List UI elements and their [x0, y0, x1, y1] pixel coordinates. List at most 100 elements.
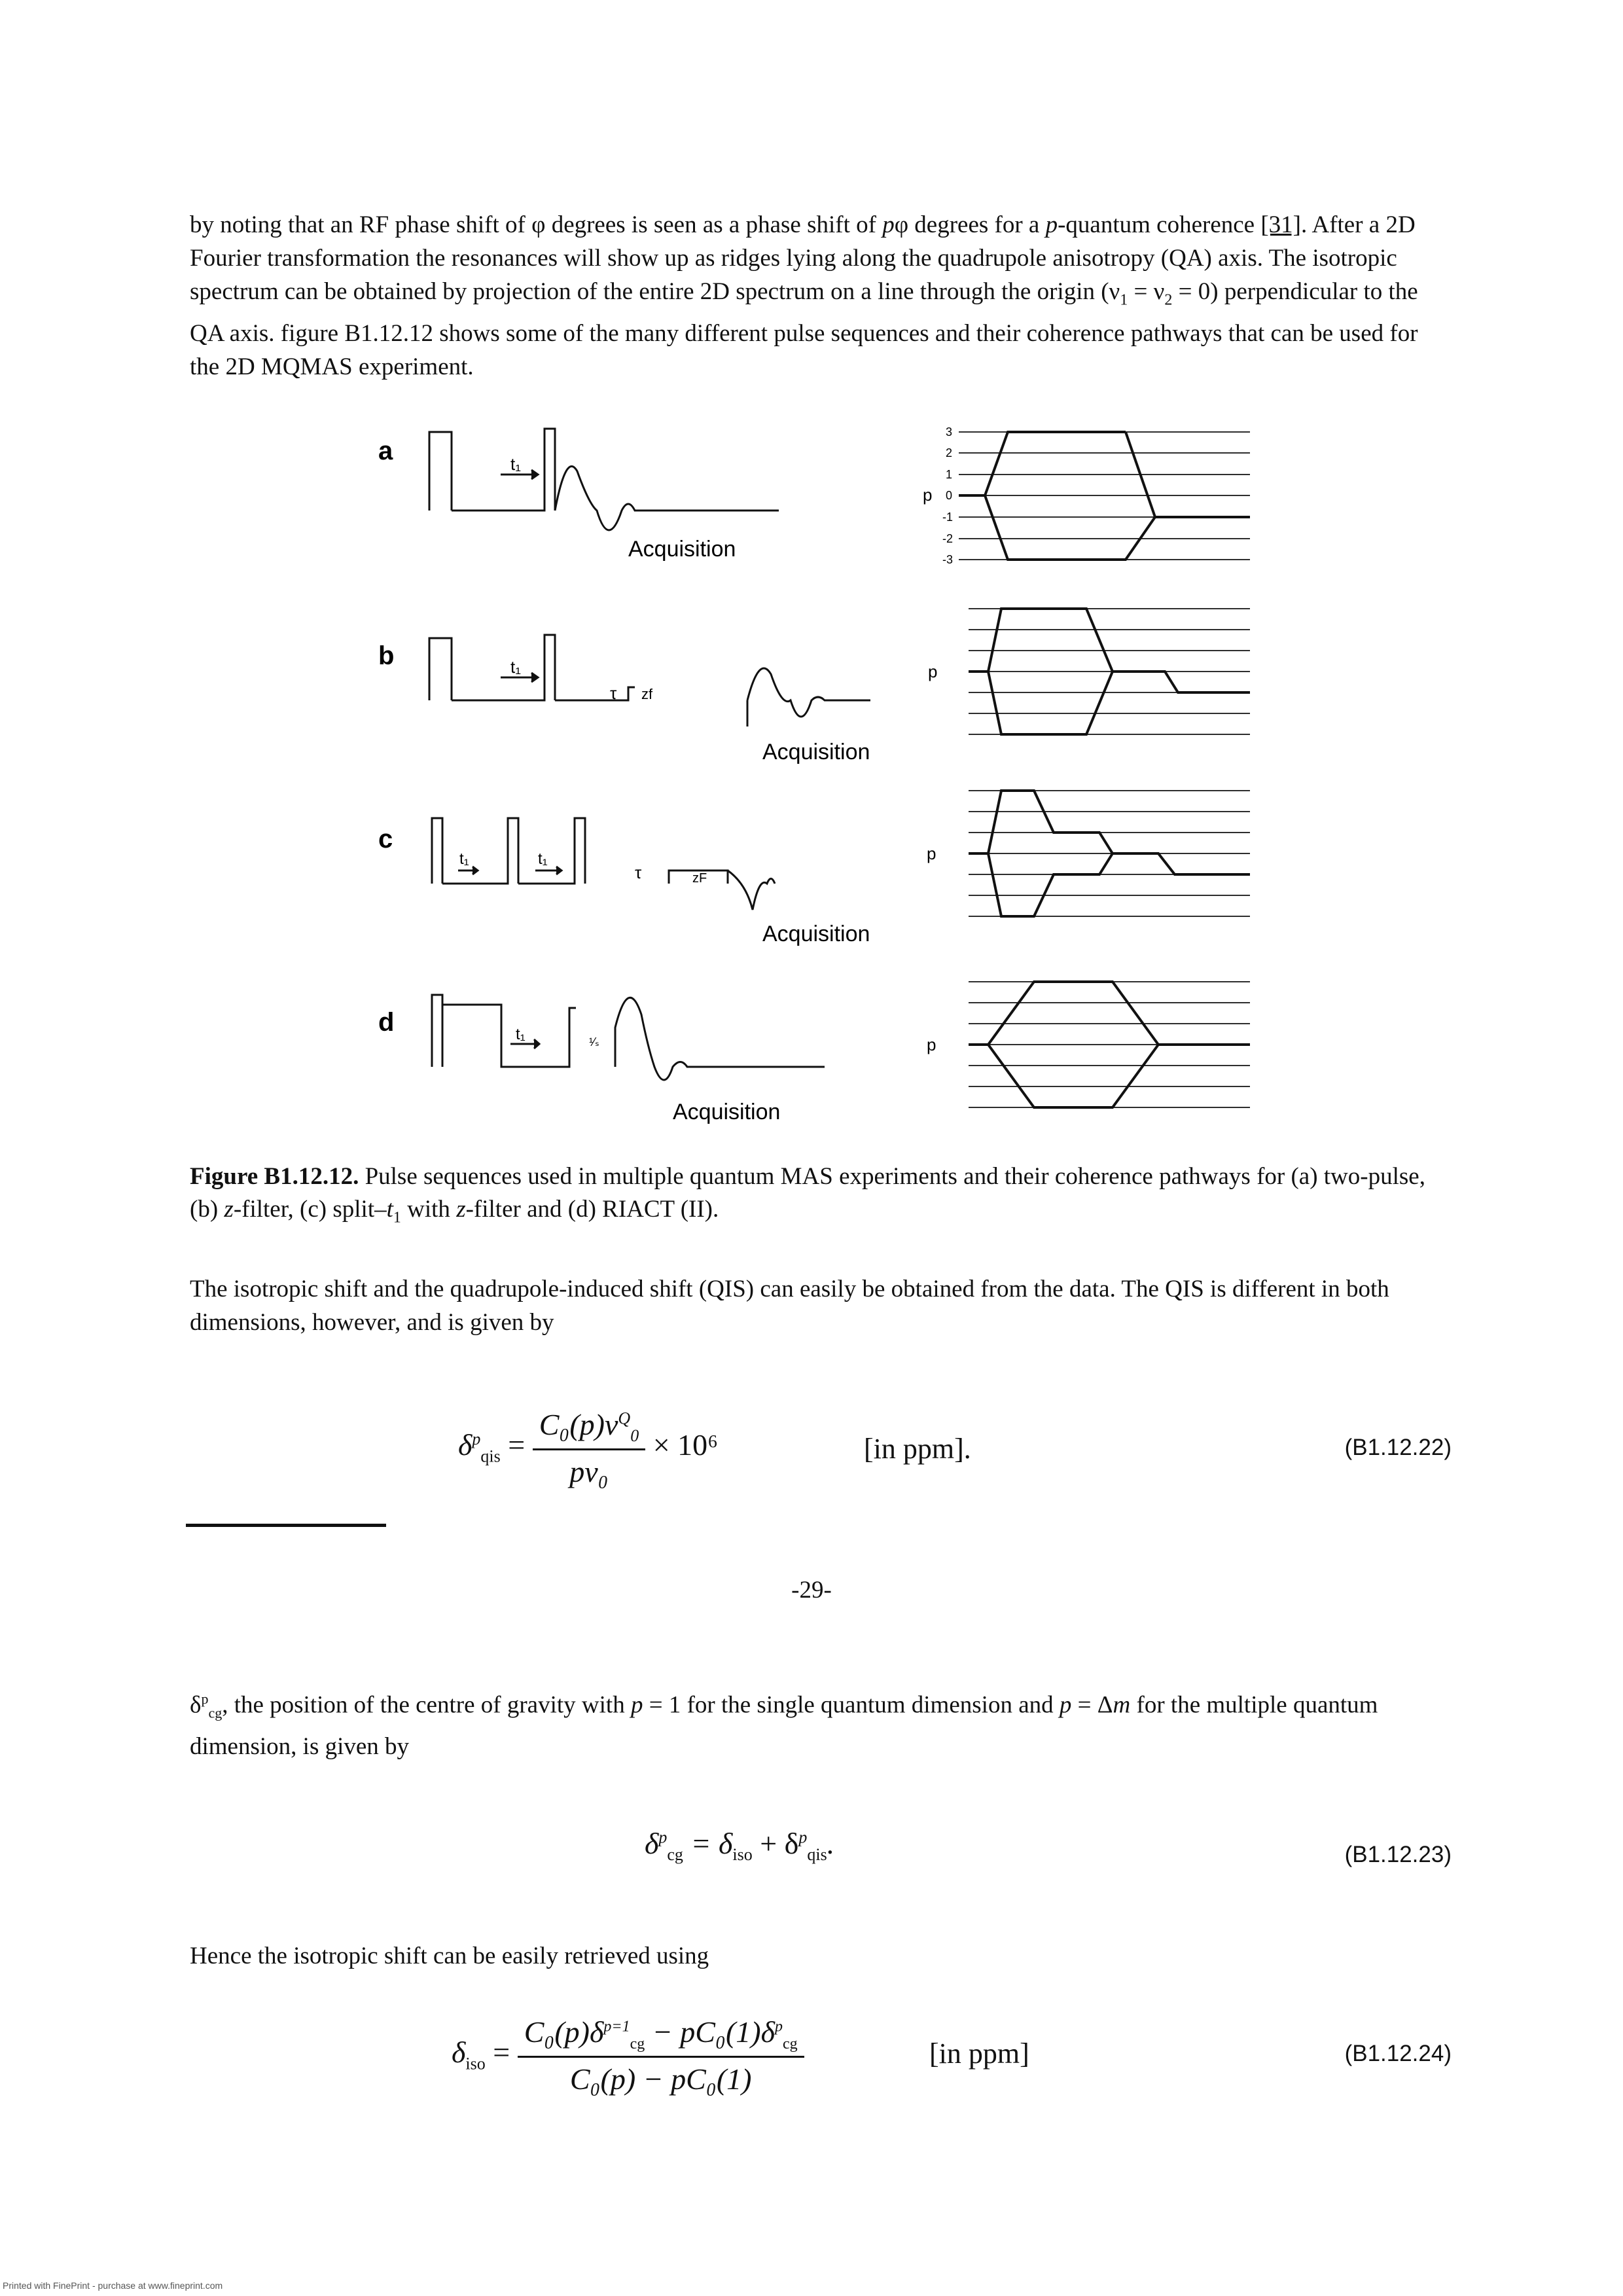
text: . After a 2D Fourier transformation the … [190, 211, 1416, 305]
subscript: qis [807, 1845, 827, 1865]
symbol: t [386, 1196, 393, 1223]
level: 0 [946, 489, 952, 502]
pathway-c [969, 789, 1250, 918]
figure-caption: Figure B1.12.12. Pulse sequences used in… [190, 1160, 1440, 1234]
subscript: cg [630, 2036, 645, 2053]
symbol: p [882, 211, 895, 238]
t1-label: t₁ [538, 850, 548, 868]
text: Pulse sequences used in multiple quantum… [190, 1163, 1425, 1223]
level-numbers: 3 2 1 0 -1 -2 -3 [942, 425, 953, 566]
text: = ν [1128, 278, 1165, 305]
pathway-a [959, 431, 1250, 561]
symbol: δ [645, 1827, 659, 1860]
acquisition-label: Acquisition [762, 740, 870, 764]
subscript: iso [732, 1845, 753, 1865]
text: C₀(p)δ [524, 2015, 604, 2049]
p-axis-label: p [928, 662, 937, 681]
level: -3 [942, 553, 953, 566]
tau-label: τ [635, 863, 642, 882]
superscript: Q [618, 1408, 631, 1428]
symbol: p [1059, 1691, 1072, 1719]
zf-label: zf [641, 686, 653, 702]
page-number: -29- [791, 1577, 832, 1604]
footnote-rule [186, 1524, 386, 1527]
panel-c-sequence [431, 817, 776, 910]
subscript: qis [480, 1446, 501, 1466]
acquisition-label: Acquisition [628, 537, 736, 562]
text: -quantum coherence [1058, 211, 1255, 238]
text: + δ [752, 1827, 799, 1860]
equation-number: (B1.12.22) [1344, 1435, 1452, 1460]
print-footer: Printed with FinePrint - purchase at www… [3, 2280, 223, 2291]
symbol: δ [190, 1691, 202, 1719]
figure-b1-12-12: a b c d t₁ t₁ t₁ t₁ t₁ τ zf τ zF ¹⁄ₛ Acq… [366, 412, 1270, 1136]
text: for the multiple quantum dimension, is g… [190, 1691, 1378, 1760]
text: -filter, (c) split– [233, 1196, 387, 1223]
text: , the position of the centre of gravity … [222, 1691, 631, 1719]
fraction: C₀(p)δp=1cg − pC₀(1)δpcg C₀(p) − pC₀(1) [517, 2015, 804, 2096]
symbol: p [1045, 211, 1058, 238]
p-axis-label: p [927, 1035, 936, 1054]
symbol: δ [458, 1428, 473, 1462]
p-axis-label: p [923, 485, 932, 505]
paragraph-qis: The isotropic shift and the quadrupole-i… [190, 1276, 1389, 1336]
text: degrees is seen as a phase shift of [545, 211, 883, 238]
intro-paragraph: by noting that an RF phase shift of φ de… [190, 208, 1440, 384]
text: = 1 for the single quantum dimension and [643, 1691, 1060, 1719]
text: with [401, 1196, 457, 1223]
unit-label: [in ppm]. [864, 1433, 971, 1465]
subscript: 1 [393, 1209, 401, 1227]
subscript: cg [782, 2036, 798, 2053]
level: -1 [942, 511, 953, 524]
denominator: pν₀ [569, 1455, 609, 1489]
t1-label: t₁ [510, 657, 521, 677]
t1-label: t₁ [510, 454, 521, 474]
superscript: p [774, 2018, 783, 2036]
text: . [827, 1827, 835, 1860]
panel-b-sequence [428, 634, 870, 726]
paragraph-centre-of-gravity: δpcg, the position of the centre of grav… [190, 1682, 1440, 1763]
equation-number: (B1.12.24) [1344, 2041, 1452, 2066]
subscript: 0 [630, 1426, 639, 1446]
superscript: p=1 [603, 2018, 630, 2036]
panel-label-c: c [378, 825, 393, 853]
panel-d-sequence [431, 994, 825, 1081]
citation-link[interactable]: [31] [1260, 211, 1302, 238]
panel-label-a: a [378, 437, 393, 465]
superscript: p [658, 1827, 668, 1847]
text: = δ [683, 1827, 733, 1860]
subscript: cg [208, 1704, 223, 1721]
panel-label-d: d [378, 1008, 394, 1037]
pathway-d [969, 980, 1250, 1109]
text: = 0) perpendicular to the QA axis. figur… [190, 278, 1418, 381]
subscript: 1 [1120, 291, 1128, 309]
t1-label: t₁ [516, 1026, 526, 1043]
acquisition-label: Acquisition [673, 1100, 780, 1124]
symbol: δ [452, 2036, 466, 2070]
text: = Δ [1071, 1691, 1113, 1719]
level: -2 [942, 532, 953, 545]
panel-a-sequence [428, 427, 779, 531]
symbol: z [456, 1196, 466, 1223]
symbol: z [224, 1196, 234, 1223]
text: degrees for a [908, 211, 1046, 238]
denominator: C₀(p) − pC₀(1) [569, 2062, 752, 2096]
delay-label: ¹⁄ₛ [589, 1035, 599, 1049]
numerator: C₀(p)δp=1cg − pC₀(1)δpcg [517, 2015, 804, 2058]
equation-b1-12-22: δpqis = C₀(p)νQ0 pν₀ × 10⁶ [458, 1407, 719, 1489]
superscript: p [798, 1827, 808, 1847]
acquisition-label: Acquisition [762, 922, 870, 946]
caption-title: Figure B1.12.12. [190, 1163, 359, 1190]
zf-label: zF [692, 871, 707, 886]
text: -filter and (d) RIACT (II). [465, 1196, 719, 1223]
multiplier: × 10⁶ [652, 1428, 719, 1462]
tau-label: τ [610, 683, 617, 703]
numerator: C₀(p)νQ0 [532, 1407, 646, 1451]
level: 3 [946, 425, 952, 439]
subscript: cg [667, 1845, 683, 1865]
superscript: p [472, 1429, 481, 1448]
pathway-b [969, 607, 1250, 736]
superscript: p [201, 1691, 209, 1707]
coherence-pathways [959, 431, 1250, 1109]
symbol: φ [531, 211, 546, 238]
